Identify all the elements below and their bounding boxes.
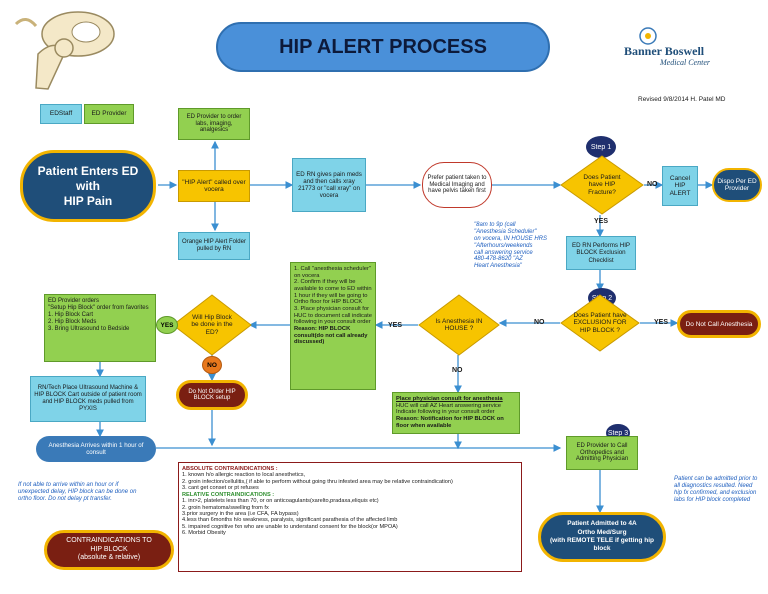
exclusion-question: Does Patient have EXCLUSION FOR HIP BLOC… xyxy=(573,311,627,334)
start-line2: with xyxy=(76,178,100,193)
call-anesthesia-box: 1. Call "anesthesia scheduler" on vocera… xyxy=(290,262,376,390)
absolute-item: 3. cant get conset or pt refuses xyxy=(182,485,259,492)
orders-line: "Setup Hip Block" order from favorites xyxy=(48,304,149,311)
no-label-2: NO xyxy=(534,319,545,326)
admitted-line2: Ortho Med/Surg xyxy=(577,528,627,536)
hip-alert-called-box: "HIP Alert" called over vocera xyxy=(178,170,250,202)
legend-ed-staff: EDStaff xyxy=(40,104,82,124)
relative-item: 3.prior surgery in the area (i.e CFA, FA… xyxy=(182,510,299,517)
yes-label-3: YES xyxy=(388,322,403,329)
admitted-line1: Patient Admitted to 4A xyxy=(567,520,637,528)
orange-folder-box: Orange HIP Alert Folder pulled by RN xyxy=(178,232,250,260)
logo-name: Banner Boswell xyxy=(624,44,705,58)
exclusion-decision: Does Patient have EXCLUSION FOR HIP BLOC… xyxy=(560,294,640,352)
scheduler-note-line: "Anesthesia Scheduler" xyxy=(474,228,537,235)
hip-fracture-decision: Does Patient have HIP Fracture? xyxy=(560,155,644,215)
legend-ed-provider: ED Provider xyxy=(84,104,134,124)
logo: Banner Boswell Medical Center xyxy=(616,27,756,68)
relative-item: 6. Morbid Obesity xyxy=(182,530,226,537)
hip-block-in-ed-decision: Will Hip Block be done in the ED? xyxy=(172,294,252,356)
call-step-3: 3. Place physician consult for HUC to do… xyxy=(294,305,372,326)
scheduler-note-line: call answering service xyxy=(474,249,533,256)
scheduler-note-line: "Afterhours/weekends xyxy=(474,242,533,249)
call-step-2: 2. Confirm if they will be available to … xyxy=(294,279,372,306)
anesthesia-in-house-decision: Is Anesthesia IN HOUSE ? xyxy=(418,294,500,356)
hip-block-in-ed-question: Will Hip Block be done in the ED? xyxy=(191,313,233,336)
no-label-1: NO xyxy=(647,181,658,188)
step1-badge: Step 1 xyxy=(586,136,616,158)
contraindications-node: CONTRAINDICATIONS TO HIP BLOCK (absolute… xyxy=(44,530,174,570)
scheduler-note-line: "8am to 9p (call xyxy=(474,222,516,228)
do-not-call-node: Do Not Call Anesthesia xyxy=(677,310,761,338)
ed-rn-performs-box: ED RN Performs HIP BLOCK Exclusion Check… xyxy=(566,236,636,270)
place-consult-box: Place physician consult for anesthesia H… xyxy=(392,392,520,434)
prefer-patient-box: Prefer patient taken to Medical Imaging … xyxy=(422,162,492,208)
relative-item: 5. impaired cognitive fxn who are unable… xyxy=(182,523,398,530)
title-banner: HIP ALERT PROCESS xyxy=(216,22,550,72)
consult-line3: Indicate following in your consult order xyxy=(396,409,495,416)
absolute-item: 2. groin infection/cellulitis,( if able … xyxy=(182,478,453,485)
revised-note: Revised 9/8/2014 H. Patel MD xyxy=(638,96,726,103)
page-title: HIP ALERT PROCESS xyxy=(279,35,487,58)
orders-line: 1. Hip Block Cart xyxy=(48,311,94,318)
orders-line: ED Provider orders xyxy=(48,298,100,304)
patient-admitted-node: Patient Admitted to 4A Ortho Med/Surg (w… xyxy=(538,512,666,562)
consult-line2: HUC will call AZ Heart answering service xyxy=(396,402,502,409)
no-circle: NO xyxy=(202,356,222,374)
do-not-order-node: Do Not Order HIP BLOCK setup xyxy=(176,380,248,410)
absolute-item: 1. known h/o allergic reaction to local … xyxy=(182,472,306,479)
yes-label-1: YES xyxy=(594,218,609,225)
absolute-title: ABSOLUTE CONTRAINDICATIONS : xyxy=(182,466,278,472)
start-line1: Patient Enters ED xyxy=(37,163,139,178)
ed-rn-gives-box: ED RN gives pain meds and then calls xra… xyxy=(292,158,366,212)
ed-provider-call-box: ED Provider to Call Orthopedics and Admi… xyxy=(566,436,638,470)
orders-line: 2. Hip Block Meds xyxy=(48,318,97,325)
start-line3: HIP Pain xyxy=(63,193,113,208)
anesthesia-in-house-question: Is Anesthesia IN HOUSE ? xyxy=(435,317,483,332)
anesthesia-arrives-node: Anesthesia Arrives within 1 hour of cons… xyxy=(36,436,156,462)
cancel-hip-alert-box: Cancel HIP ALERT xyxy=(662,166,698,206)
logo-mark-icon xyxy=(639,27,657,45)
dispo-per-ed-node: Dispo Per ED Provider xyxy=(712,168,762,202)
scheduler-note-line: on vocera, IN HOUSE HRS xyxy=(474,235,548,242)
scheduler-note: "8am to 9p (call "Anesthesia Scheduler" … xyxy=(474,222,560,270)
ed-provider-order-box: ED Provider to order labs, imaging, anal… xyxy=(178,108,250,140)
hip-fracture-question: Does Patient have HIP Fracture? xyxy=(583,173,621,196)
logo-subtitle: Medical Center xyxy=(660,58,710,67)
no-label-3: NO xyxy=(452,367,463,374)
call-step-reason: Reason: HIP BLOCK consult(do not call al… xyxy=(294,325,368,346)
yes-label-2: YES xyxy=(654,319,669,326)
relative-item: 2. groin hematoma/swelling from fx xyxy=(182,504,269,511)
contra-pill-line2: HIP BLOCK xyxy=(90,545,128,553)
consult-line1: Place physician consult for anesthesia xyxy=(396,396,503,402)
start-node: Patient Enters ED with HIP Pain xyxy=(20,150,156,222)
relative-item: 1. inr>2, platelets less than 70, or on … xyxy=(182,498,379,505)
contra-pill-line1: CONTRAINDICATIONS TO xyxy=(66,536,152,544)
call-step-1: 1. Call "anesthesia scheduler" on vocera xyxy=(294,266,371,279)
consult-line4: Reason: Notification for HIP BLOCK on fl… xyxy=(396,415,504,429)
rn-tech-place-box: RN/Tech Place Ultrasound Machine & HIP B… xyxy=(30,376,146,422)
hip-bone-illustration xyxy=(8,4,126,92)
contra-pill-line3: (absolute & relative) xyxy=(77,554,141,562)
scheduler-note-line: Heart Anesthesia" xyxy=(474,263,522,270)
contraindications-box: ABSOLUTE CONTRAINDICATIONS : 1. known h/… xyxy=(178,462,522,572)
yes-circle: YES xyxy=(156,316,178,334)
admitted-line3: (with REMOTE TELE if getting hip xyxy=(550,537,654,544)
ed-provider-orders-box: ED Provider orders "Setup Hip Block" ord… xyxy=(44,294,156,362)
orders-line: 3. Bring Ultrasound to Bedside xyxy=(48,325,130,332)
scheduler-note-line: 480-478-8620 "AZ xyxy=(474,256,523,263)
relative-title: RELATIVE CONTRAINDICATIONS : xyxy=(182,491,275,498)
patient-admitted-note: Patient can be admitted prior to all dia… xyxy=(674,476,758,503)
admitted-line4: block xyxy=(593,545,611,553)
relative-item: 4.less than 6months h/o weakness, paraly… xyxy=(182,517,398,524)
not-able-note: If not able to arrive within an hour or … xyxy=(18,482,137,502)
